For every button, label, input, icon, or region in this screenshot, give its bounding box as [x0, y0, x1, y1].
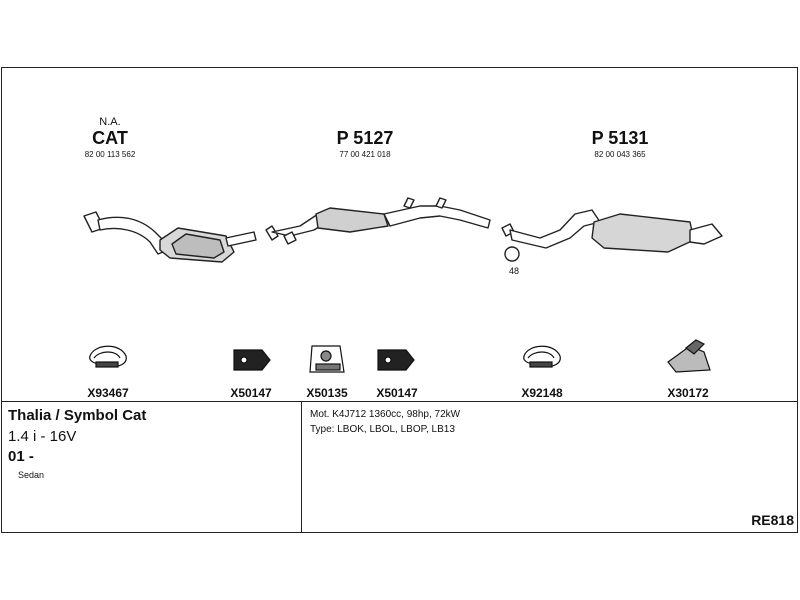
diagram-frame: [1, 67, 798, 533]
part-number: 77 00 421 018: [339, 150, 391, 159]
vehicle-body-type: Sedan: [18, 470, 45, 480]
part-note: N.A.: [99, 116, 121, 128]
reference-code: RE818: [751, 512, 794, 528]
hanger-count: 48: [509, 266, 520, 276]
accessory-code: X92148: [521, 386, 563, 400]
accessory-code: X50135: [306, 386, 348, 400]
horizontal-divider: [1, 401, 798, 402]
clamp-icon: [89, 345, 127, 368]
motor-spec: Mot. K4J712 1360cc, 98hp, 72kW: [310, 409, 461, 420]
part-code: CAT: [92, 128, 128, 148]
catalytic-converter-drawing: [83, 211, 257, 263]
bracket-icon: [309, 345, 345, 373]
part-p5131-header: P 5131 82 00 043 365: [550, 116, 690, 160]
rubber-hanger-icon: [233, 349, 271, 371]
part-code: P 5127: [336, 128, 394, 148]
middle-silencer-drawing: [265, 197, 491, 245]
accessory-code: X50147: [230, 386, 272, 400]
vehicle-engine: 1.4 i - 16V: [8, 428, 77, 445]
accessory-code: X93467: [87, 386, 129, 400]
clamp-icon: [523, 345, 561, 368]
vehicle-model: Thalia / Symbol Cat: [8, 407, 147, 424]
part-cat-header: N.A. CAT 82 00 113 562: [40, 116, 180, 160]
part-number: 82 00 043 365: [594, 150, 646, 159]
part-p5127-header: P 5127 77 00 421 018: [295, 116, 435, 160]
vertical-divider: [301, 401, 302, 533]
rear-silencer-drawing: [501, 209, 723, 253]
part-number: 82 00 113 562: [84, 150, 136, 159]
vehicle-year: 01 -: [8, 448, 34, 465]
accessory-code: X30172: [667, 386, 709, 400]
type-spec: Type: LBOK, LBOL, LBOP, LB13: [310, 424, 455, 435]
rubber-hanger-icon: [377, 349, 415, 371]
rubber-ring-drawing: [504, 246, 520, 262]
mounting-bracket-icon: [667, 339, 711, 373]
accessory-code: X50147: [376, 386, 418, 400]
part-code: P 5131: [591, 128, 649, 148]
